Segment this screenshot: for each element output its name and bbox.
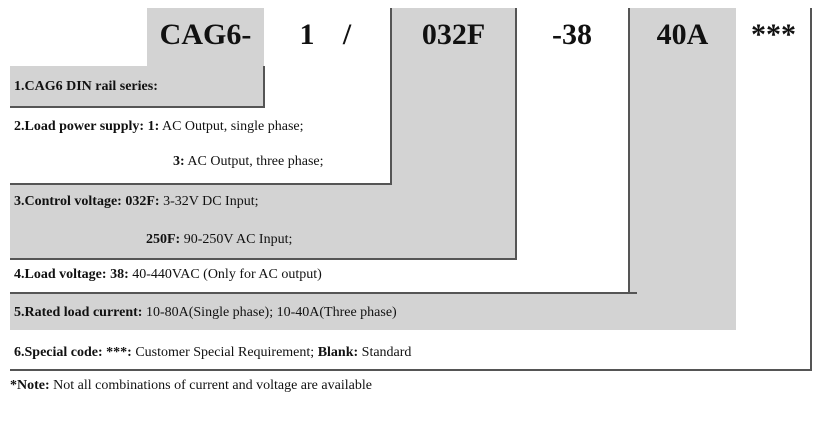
row-key: ***:: [106, 345, 132, 360]
code-control-voltage: 032F: [421, 18, 486, 51]
code-load-supply: 1: [299, 18, 315, 51]
row-text: AC Output, single phase;: [161, 119, 304, 134]
bg-40a: [629, 8, 736, 293]
footnote: *Note: Not all combinations of current a…: [10, 379, 372, 393]
divider: [10, 106, 265, 108]
divider: [810, 8, 812, 371]
code-separator: /: [342, 18, 352, 51]
row-special-code: 6.Special code: ***: Customer Special Re…: [14, 346, 411, 360]
row-key: 38:: [110, 267, 129, 282]
code-load-voltage: -38: [552, 18, 592, 51]
row-control-voltage-ac: 250F: 90-250V AC Input;: [146, 233, 292, 247]
code-rated-current: 40A: [656, 18, 709, 51]
row-label: 6.Special code:: [14, 345, 103, 360]
row-key: 032F:: [125, 194, 160, 209]
row-text: 3-32V DC Input;: [163, 194, 259, 209]
divider: [10, 258, 517, 260]
row-load-supply-1: 2.Load power supply: 1: AC Output, singl…: [14, 120, 304, 134]
divider: [390, 8, 392, 185]
row-rated-current: 5.Rated load current: 10-80A(Single phas…: [14, 306, 397, 320]
row-key: Blank:: [317, 345, 359, 360]
row-label: 2.Load power supply:: [14, 119, 145, 134]
row-key: 3:: [173, 154, 185, 169]
divider: [10, 183, 392, 185]
row-label: 5.Rated load current:: [14, 305, 143, 320]
row-text: AC Output, three phase;: [187, 154, 324, 169]
divider: [515, 8, 517, 260]
bg-cag6: [147, 8, 264, 66]
divider: [628, 8, 630, 294]
divider: [10, 292, 637, 294]
bg-row1: [10, 66, 264, 106]
row-label: 1.CAG6 DIN rail series:: [14, 79, 158, 94]
row-text: 90-250V AC Input;: [183, 232, 293, 247]
bg-032f: [391, 8, 516, 184]
row-label: 4.Load voltage:: [14, 267, 107, 282]
note-text: Not all combinations of current and volt…: [53, 378, 372, 393]
row-series: 1.CAG6 DIN rail series:: [14, 80, 158, 94]
row-key: 1:: [147, 119, 160, 134]
note-label: *Note:: [10, 378, 50, 393]
code-special: ***: [751, 18, 796, 51]
row-label: 3.Control voltage:: [14, 194, 122, 209]
divider: [263, 66, 265, 108]
bg-row3: [10, 184, 516, 258]
row-text: 10-80A(Single phase); 10-40A(Three phase…: [145, 305, 397, 320]
row-text: Standard: [361, 345, 412, 360]
row-text: 40-440VAC (Only for AC output): [132, 267, 322, 282]
row-load-voltage: 4.Load voltage: 38: 40-440VAC (Only for …: [14, 268, 322, 282]
row-key: 250F:: [146, 232, 181, 247]
row-text: Customer Special Requirement;: [135, 345, 315, 360]
bg-row5: [10, 293, 736, 330]
row-control-voltage-dc: 3.Control voltage: 032F: 3-32V DC Input;: [14, 195, 258, 209]
row-load-supply-3: 3: AC Output, three phase;: [173, 155, 324, 169]
code-series: CAG6-: [159, 18, 252, 51]
divider: [10, 369, 812, 371]
